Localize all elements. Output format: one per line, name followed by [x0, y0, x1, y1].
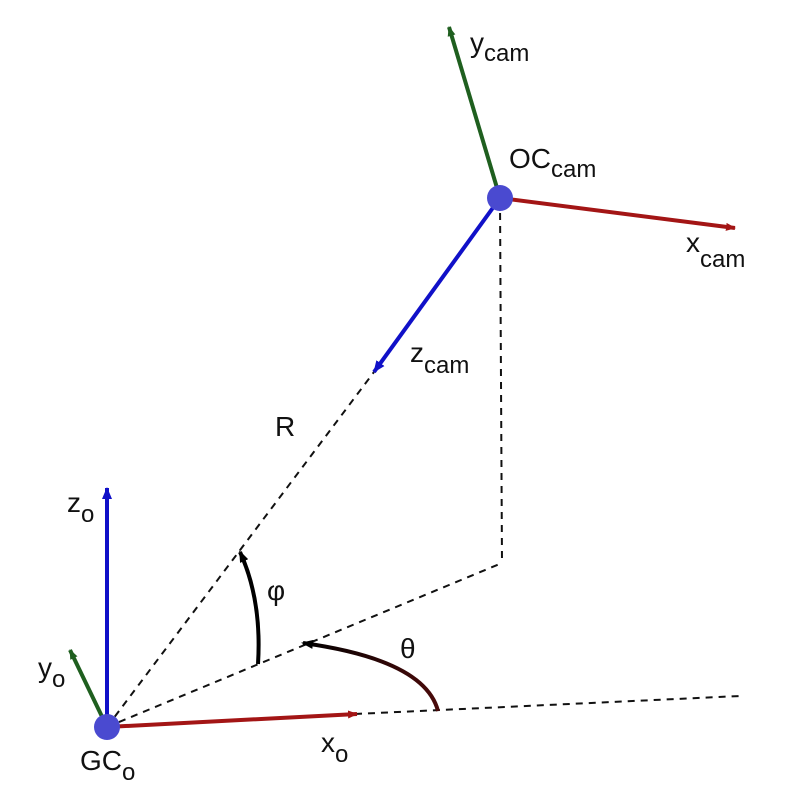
radius-label: R [275, 411, 295, 442]
x-cam-axis [499, 196, 736, 231]
vertical-dashed-line [499, 199, 503, 564]
theta-arc [301, 639, 440, 712]
y-o-axis [68, 649, 109, 728]
phi-arc [238, 550, 261, 665]
y-o-label: yo [38, 652, 65, 693]
angle-arcs [238, 550, 440, 712]
x-o-label: xo [321, 727, 348, 768]
gc-origin-point [94, 714, 120, 740]
y-cam-label: ycam [470, 27, 529, 67]
radius-dashed-line [106, 371, 375, 728]
x-o-axis [106, 710, 358, 729]
construction-lines [106, 199, 741, 728]
theta-label: θ [400, 633, 416, 664]
camera-frame-axes [372, 26, 736, 374]
oc-cam-origin-point [487, 185, 513, 211]
gc-frame-axes [68, 487, 358, 729]
y-cam-axis [447, 26, 502, 199]
z-cam-axis [372, 196, 502, 374]
z-cam-label: zcam [410, 337, 469, 379]
gc-o-label: GCo [80, 745, 135, 786]
z-o-label: zo [67, 487, 94, 528]
x-cam-label: xcam [686, 227, 745, 273]
x-axis-extension-dashed-line [354, 695, 741, 715]
phi-label: φ [267, 575, 285, 606]
oc-cam-label: OCcam [509, 143, 596, 183]
